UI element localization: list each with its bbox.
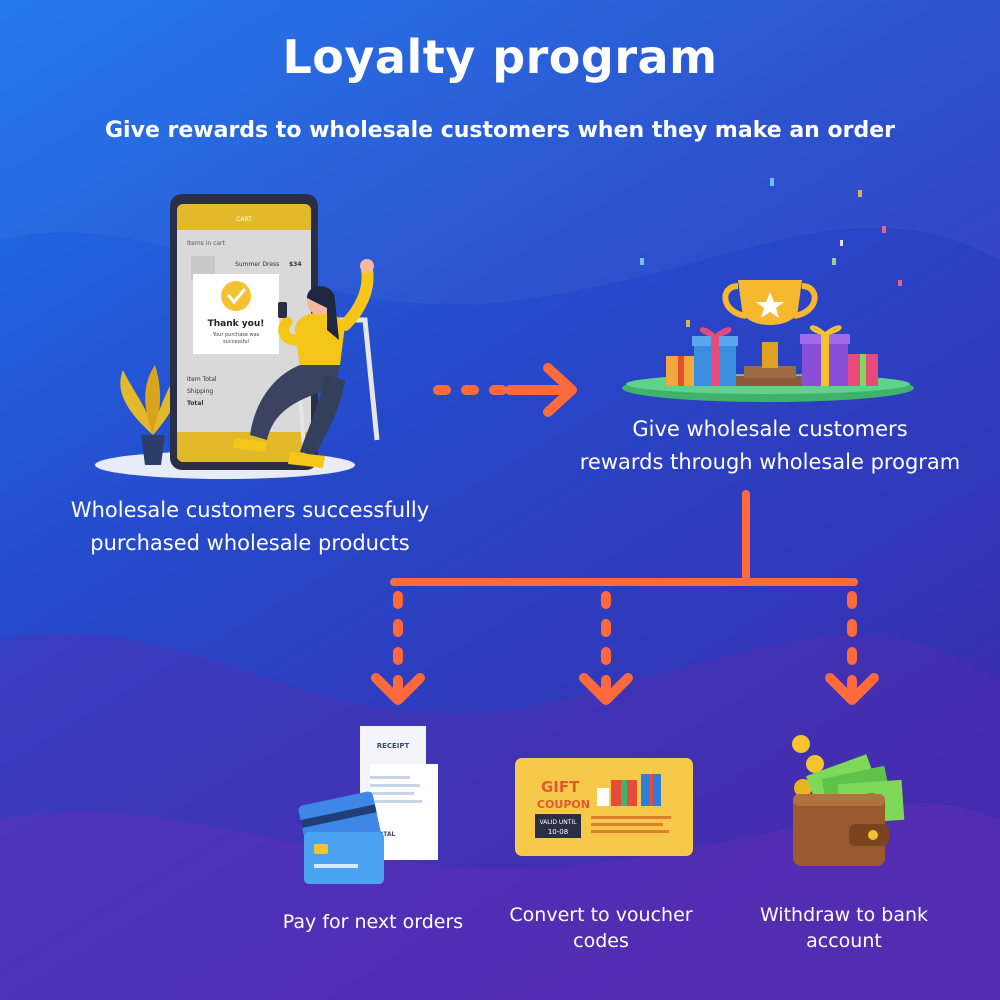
coupon-line2: COUPON bbox=[537, 798, 590, 811]
trophy-rewards-illustration bbox=[622, 280, 914, 402]
receipt-cards-illustration: RECEIPT TOTAL bbox=[298, 726, 438, 884]
gift-box-icon bbox=[800, 325, 878, 386]
option-pay-label: Pay for next orders bbox=[268, 909, 478, 935]
receipt-total: TOTAL bbox=[374, 831, 395, 838]
gift-coupon-illustration: GIFT COUPON VALID UNTIL 10-08 bbox=[515, 758, 693, 856]
purchase-caption-line1: Wholesale customers successfully bbox=[70, 498, 430, 522]
woman-figure bbox=[233, 259, 380, 468]
option-voucher-label-line1: Convert to voucher bbox=[509, 904, 693, 926]
reward-caption-line2: rewards through wholesale program bbox=[579, 450, 961, 474]
coupon-valid-line1: VALID UNTIL bbox=[539, 819, 577, 826]
plant-icon bbox=[120, 365, 179, 465]
wallet-money-illustration bbox=[792, 735, 905, 866]
phone-total-label: Total bbox=[187, 400, 203, 407]
page-title: Loyalty program bbox=[282, 30, 718, 84]
purchase-caption: Wholesale customers successfully purchas… bbox=[20, 494, 480, 560]
option-withdraw-label: Withdraw to bank account bbox=[738, 902, 950, 954]
option-pay-label-line1: Pay for next orders bbox=[282, 911, 464, 933]
phone-purchase-illustration: CART Items in cart Summer Dress $34 Item… bbox=[95, 194, 380, 479]
phone-product-price: $34 bbox=[289, 261, 302, 268]
wallet-icon bbox=[793, 794, 889, 866]
trophy-icon bbox=[722, 280, 818, 386]
option-withdraw-label-line1: Withdraw to bank bbox=[759, 904, 929, 926]
gift-box-icon bbox=[666, 327, 738, 386]
phone-product-name: Summer Dress bbox=[235, 261, 279, 268]
phone-items-label: Items in cart bbox=[187, 240, 226, 247]
option-voucher-label-line2: codes bbox=[573, 930, 629, 952]
dialog-title: Thank you! bbox=[208, 319, 265, 329]
gift-box-icon bbox=[597, 774, 661, 806]
arrow-down-voucher bbox=[579, 591, 633, 705]
option-voucher-label: Convert to voucher codes bbox=[490, 902, 712, 954]
confetti bbox=[640, 178, 902, 327]
dashed-arrow-right bbox=[433, 363, 577, 417]
option-withdraw-label-line2: account bbox=[806, 930, 882, 952]
coin-icon bbox=[792, 735, 824, 797]
dialog-line2: successful bbox=[223, 339, 249, 345]
reward-caption-line1: Give wholesale customers bbox=[632, 417, 908, 441]
page-subtitle: Give rewards to wholesale customers when… bbox=[105, 118, 895, 143]
phone-item-total-label: Item Total bbox=[187, 376, 217, 383]
reward-caption: Give wholesale customers rewards through… bbox=[530, 413, 1000, 479]
arrow-down-pay bbox=[371, 591, 425, 705]
purchase-caption-line2: purchased wholesale products bbox=[90, 531, 410, 555]
phone-header-label: CART bbox=[236, 216, 252, 223]
dialog-line1: Your purchase was bbox=[212, 332, 260, 338]
checkmark-icon bbox=[221, 281, 251, 311]
coupon-valid-line2: 10-08 bbox=[548, 828, 568, 836]
coupon-line1: GIFT bbox=[541, 778, 580, 796]
credit-card-icon bbox=[298, 791, 384, 884]
phone-shipping-label: Shipping bbox=[187, 388, 213, 395]
arrow-down-withdraw bbox=[825, 591, 879, 705]
receipt-title: RECEIPT bbox=[377, 742, 410, 750]
branch-connector bbox=[371, 490, 879, 705]
